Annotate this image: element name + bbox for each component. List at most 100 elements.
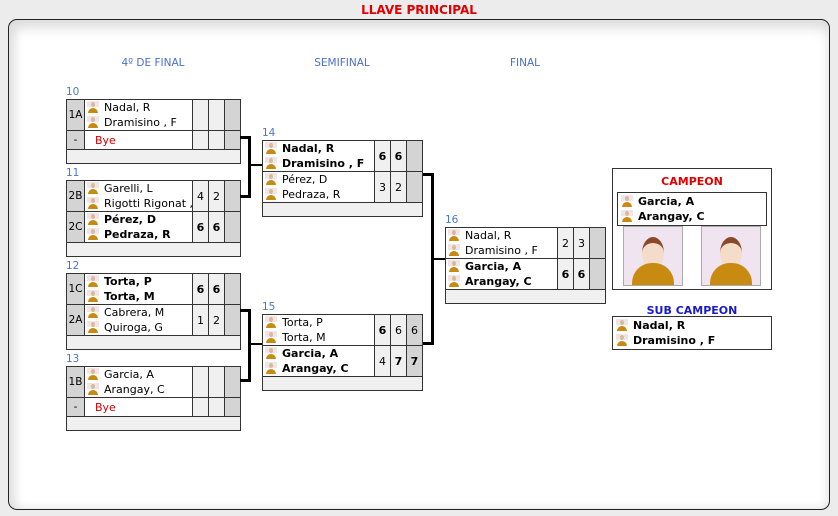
set-score — [406, 172, 422, 202]
player-name: Dramisino , F — [104, 116, 177, 129]
set-score: 6 — [192, 274, 208, 304]
set-score — [192, 398, 208, 416]
seed-label: 2B — [67, 181, 85, 211]
player-icon — [87, 383, 99, 396]
player-icon — [87, 368, 99, 381]
bye-label: Bye — [95, 133, 116, 147]
seed-label: 2A — [67, 305, 85, 335]
set-score: 7 — [390, 346, 406, 376]
player-icon — [87, 197, 99, 210]
player-name: Nadal, R — [465, 229, 512, 242]
champion-player: Arangay, C — [638, 210, 705, 223]
connector — [423, 342, 433, 345]
set-score — [589, 228, 605, 258]
set-score: 6 — [374, 141, 390, 171]
set-score — [224, 212, 240, 242]
connector — [431, 173, 434, 345]
set-score — [224, 305, 240, 335]
set-score: 6 — [192, 212, 208, 242]
set-score: 6 — [208, 212, 224, 242]
player-name: Dramisino , F — [282, 157, 365, 170]
player-icon — [265, 188, 277, 201]
team-row[interactable]: -Bye — [67, 398, 240, 417]
set-score: 2 — [208, 305, 224, 335]
seed-label: 1B — [67, 367, 85, 397]
seed-label: 1A — [67, 100, 85, 130]
team-row[interactable]: -Bye — [67, 131, 240, 150]
seed-label: - — [67, 131, 85, 149]
round-label-semifinal: SEMIFINAL — [314, 57, 370, 69]
match-footer — [67, 417, 240, 430]
player-name: Dramisino , F — [465, 244, 538, 257]
player-icon — [87, 213, 99, 226]
set-score: 6 — [390, 141, 406, 171]
set-score: 2 — [208, 181, 224, 211]
player-name: Pérez, D — [282, 173, 328, 186]
set-score: 4 — [192, 181, 208, 211]
set-score: 2 — [557, 228, 573, 258]
player-icon — [265, 316, 277, 329]
connector — [240, 136, 250, 139]
player-icon — [87, 182, 99, 195]
player-icon — [87, 275, 99, 288]
match-number: 10 — [66, 86, 80, 98]
champion-card: CAMPEON Garcia, A Arangay, C — [612, 168, 772, 290]
player-photo-avatar — [623, 226, 683, 286]
player-icon — [448, 260, 460, 273]
match-number: 12 — [66, 260, 80, 272]
set-score — [192, 367, 208, 397]
set-score: 6 — [406, 315, 422, 345]
player-photo-avatar — [701, 226, 761, 286]
connector — [248, 309, 251, 382]
player-icon — [621, 195, 633, 208]
match-footer — [263, 203, 422, 216]
player-name: Pérez, D — [104, 213, 156, 226]
seed-label: - — [67, 398, 85, 416]
player-icon — [265, 347, 277, 360]
player-icon — [448, 244, 460, 257]
player-icon — [265, 157, 277, 170]
connector — [250, 164, 262, 166]
player-name: Cabrera, M — [104, 306, 165, 319]
set-score: 7 — [406, 346, 422, 376]
player-name: Torta, M — [282, 331, 326, 344]
connector — [240, 379, 250, 382]
bye-label: Bye — [95, 400, 116, 414]
connector — [423, 173, 433, 176]
player-name: Garcia, A — [104, 368, 154, 381]
set-score — [208, 398, 224, 416]
champion-label: CAMPEON — [661, 175, 723, 188]
runner-up-card: Nadal, R Dramisino , F — [612, 316, 772, 350]
set-score — [224, 181, 240, 211]
runner-up-player: Nadal, R — [633, 319, 686, 332]
connector — [248, 136, 251, 198]
runner-up-player: Dramisino , F — [633, 334, 716, 347]
player-name: Garcia, A — [465, 260, 522, 273]
player-name: Torta, M — [104, 290, 155, 303]
champion-player: Garcia, A — [638, 195, 695, 208]
set-score: 2 — [390, 172, 406, 202]
set-score: 6 — [208, 274, 224, 304]
player-name: Pedraza, R — [104, 228, 171, 241]
player-name: Arangay, C — [465, 275, 532, 288]
player-icon — [87, 116, 99, 129]
